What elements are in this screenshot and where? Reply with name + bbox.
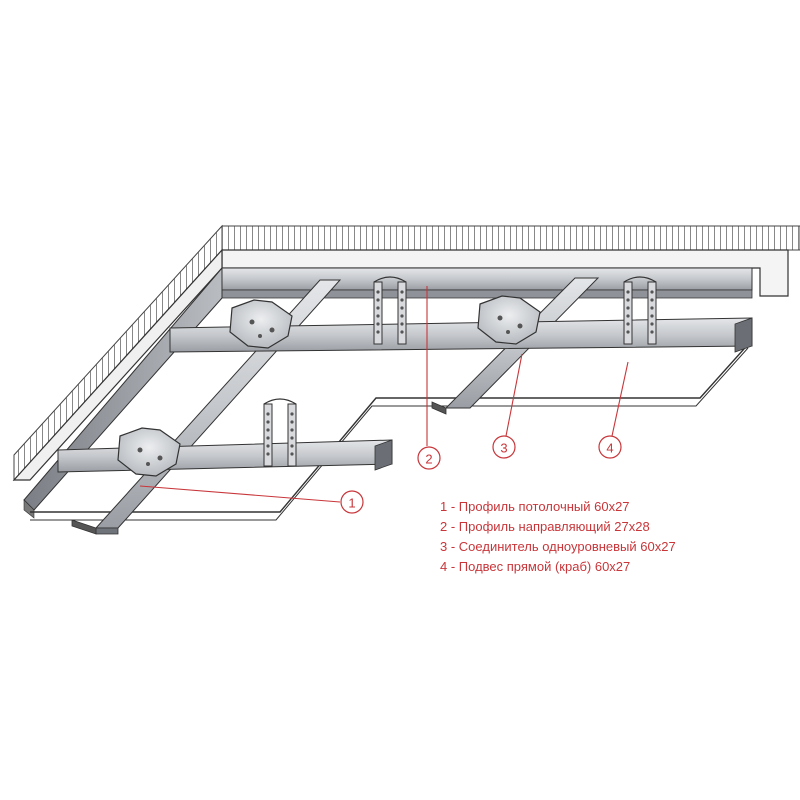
ceiling-slab — [12, 224, 800, 482]
legend-item: 3 - Соединитель одноуровневый 60х27 — [440, 537, 780, 557]
legend-separator: - — [447, 539, 459, 554]
callout-4-label: 4 — [606, 441, 613, 456]
callout-1: 1 — [340, 490, 364, 514]
drywall-outline — [30, 339, 753, 521]
callout-4: 4 — [598, 435, 622, 459]
callout-2-label: 2 — [425, 452, 432, 467]
legend-text: Подвес прямой (краб) 60х27 — [458, 559, 631, 574]
legend-separator: - — [447, 519, 459, 534]
connector-plate — [117, 427, 181, 477]
legend-separator: - — [447, 499, 459, 514]
legend-item: 1 - Профиль потолочный 60х27 — [440, 497, 780, 517]
direct-hanger — [623, 276, 657, 345]
callout-leaders — [139, 286, 629, 503]
leader-line-3 — [505, 353, 523, 437]
legend-text: Профиль направляющий 27х28 — [458, 519, 650, 534]
connector-plate — [229, 299, 293, 349]
legend-number: 4 — [440, 559, 448, 574]
direct-hanger — [263, 398, 297, 467]
callout-1-label: 1 — [348, 496, 355, 511]
callout-3-label: 3 — [500, 441, 507, 456]
leader-line-4 — [611, 361, 629, 437]
legend-number: 3 — [440, 539, 448, 554]
legend-item: 2 - Профиль направляющий 27х28 — [440, 517, 780, 537]
legend: 1 - Профиль потолочный 60х27 2 - Профиль… — [440, 497, 780, 577]
legend-text: Соединитель одноуровневый 60х27 — [458, 539, 676, 554]
ceiling-profile-cross-top — [169, 317, 753, 353]
callout-3: 3 — [492, 435, 516, 459]
ceiling-profile-cross-bottom — [57, 439, 393, 473]
callout-2: 2 — [417, 446, 441, 470]
legend-number: 1 — [440, 499, 448, 514]
connector-plate — [477, 295, 541, 345]
legend-separator: - — [447, 559, 459, 574]
leader-line-1 — [139, 485, 341, 503]
legend-item: 4 - Подвес прямой (краб) 60х27 — [440, 557, 780, 577]
legend-number: 2 — [440, 519, 448, 534]
guide-profile — [23, 266, 753, 519]
legend-text: Профиль потолочный 60х27 — [458, 499, 630, 514]
direct-hanger — [373, 276, 407, 345]
